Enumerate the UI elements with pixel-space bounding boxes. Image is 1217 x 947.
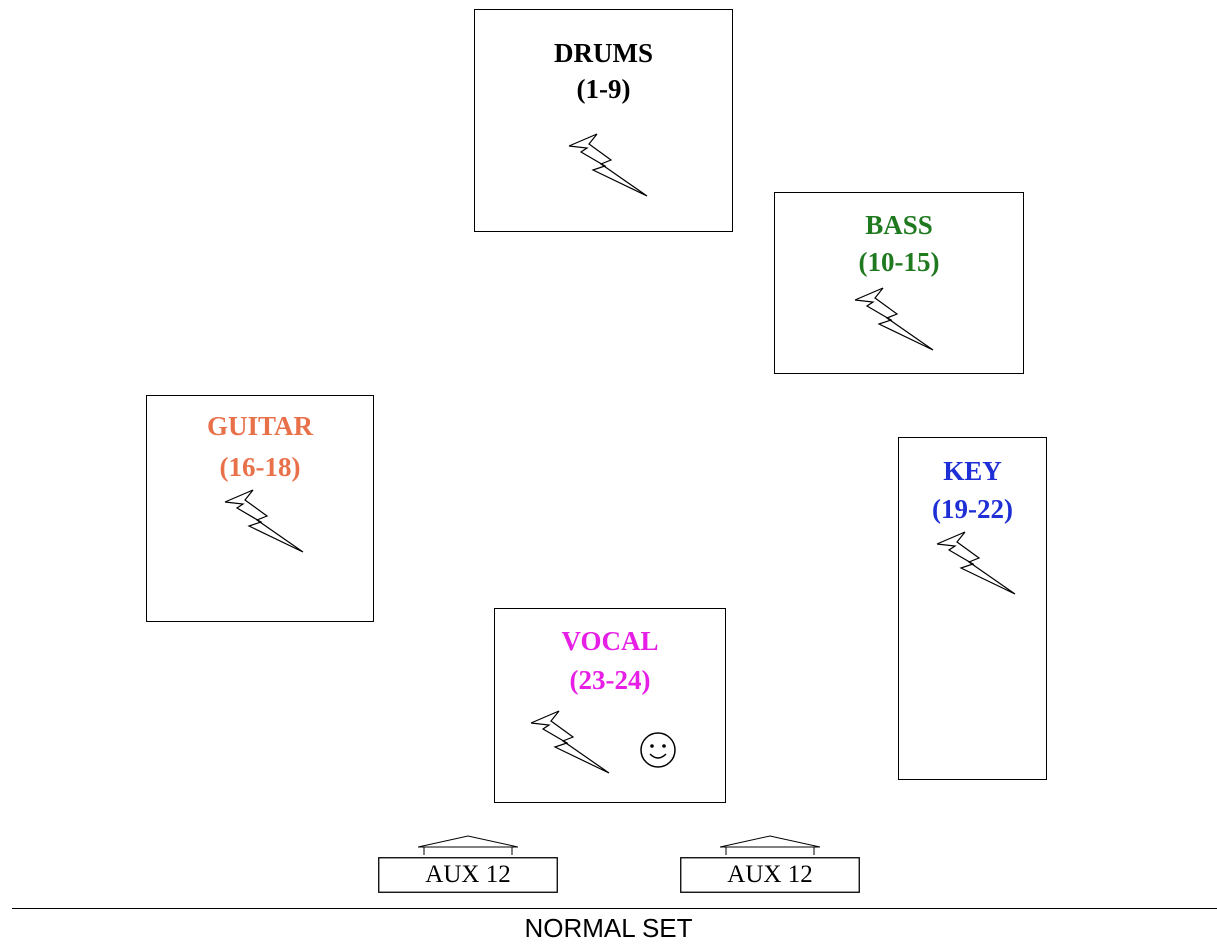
monitor-arrow-icon (418, 835, 518, 855)
power-bolt-icon (224, 489, 304, 553)
vocal-station: VOCAL (23-24) (494, 608, 726, 803)
power-bolt-icon (568, 133, 648, 197)
aux-label: AUX 12 (425, 861, 511, 888)
monitor-wedge (378, 857, 558, 893)
stage-front-line (12, 908, 1217, 909)
stage-front-label: NORMAL SET (524, 913, 693, 943)
drums-title: DRUMS (554, 38, 653, 68)
power-bolt-icon (854, 287, 934, 351)
vocal-title: VOCAL (561, 626, 659, 656)
aux-label: AUX 12 (727, 861, 813, 888)
power-bolt-icon (936, 531, 1016, 595)
guitar-station: GUITAR (16-18) (146, 395, 374, 622)
bass-title: BASS (865, 210, 933, 240)
aux-monitor-right: AUX 12 (680, 835, 860, 893)
vocal-channels: (23-24) (569, 665, 651, 695)
bass-channels: (10-15) (858, 247, 940, 277)
key-station: KEY (19-22) (898, 437, 1047, 780)
key-title: KEY (943, 456, 1002, 486)
power-bolt-icon (530, 710, 610, 774)
smiley-icon (640, 732, 676, 768)
aux-monitor-left: AUX 12 (378, 835, 558, 893)
drums-station: DRUMS (1-9) (474, 9, 733, 232)
guitar-title: GUITAR (206, 411, 313, 441)
drums-channels: (1-9) (576, 74, 631, 104)
bass-station: BASS (10-15) (774, 192, 1024, 374)
monitor-wedge (680, 857, 860, 893)
monitor-arrow-icon (720, 835, 820, 855)
key-channels: (19-22) (932, 494, 1013, 524)
guitar-channels: (16-18) (219, 452, 301, 482)
